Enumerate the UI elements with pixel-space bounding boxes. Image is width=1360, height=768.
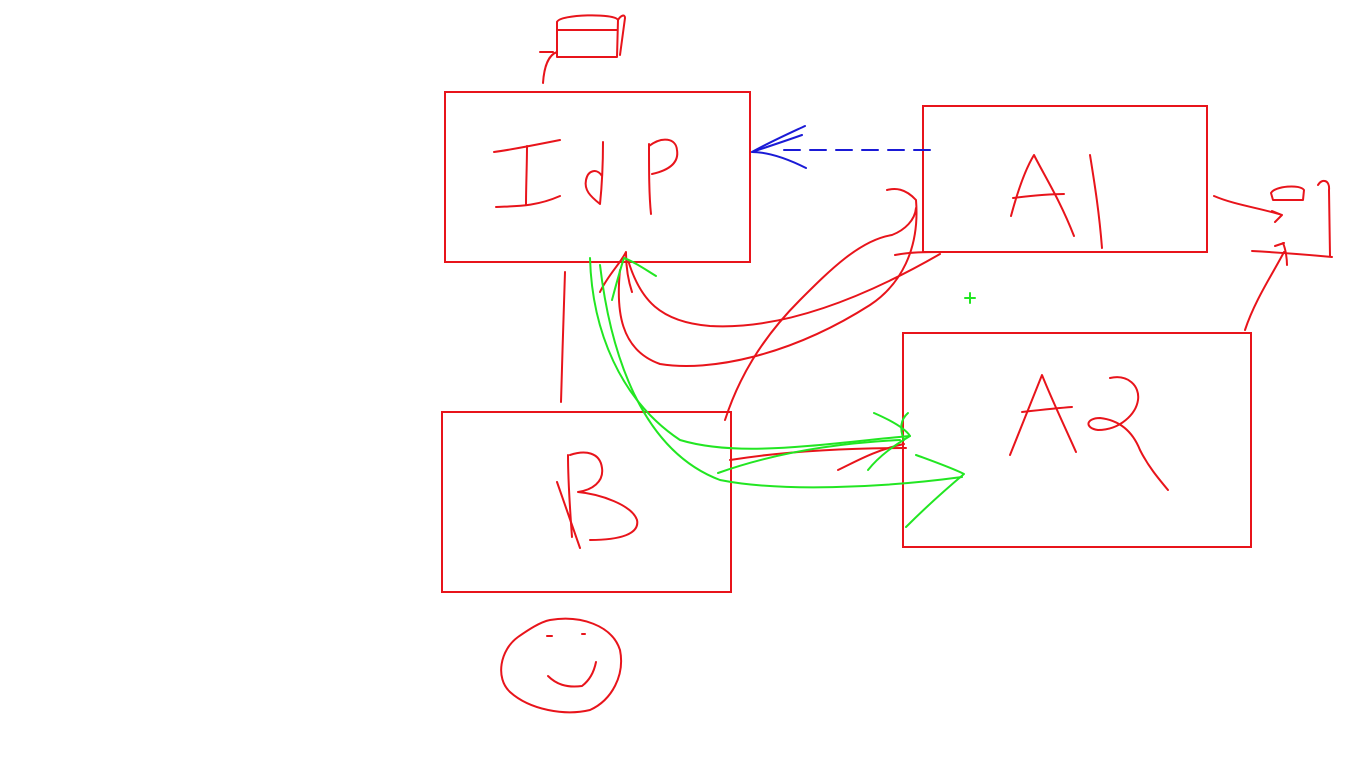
database-icon: [1213, 179, 1333, 331]
edge-idp-to-b: [560, 271, 566, 403]
node-a1-label: [1010, 154, 1103, 249]
node-idp-label: [493, 138, 679, 215]
edge-idp-a1-curves: [599, 188, 945, 367]
node-a2-label: [1009, 374, 1169, 491]
node-a1-box: [922, 105, 1208, 253]
smiley-face-icon: [500, 617, 623, 714]
edge-b-to-a1: [724, 207, 917, 421]
cursor-crosshair-icon: [964, 292, 976, 304]
node-b-label: [556, 451, 639, 549]
node-b: [441, 411, 732, 593]
node-a2-box: [902, 332, 1252, 548]
node-a2: [902, 332, 1252, 548]
node-idp-box: [444, 91, 751, 263]
node-a1: [922, 105, 1208, 253]
edge-a1-to-idp: [751, 125, 931, 169]
database-icon: [539, 14, 626, 84]
edge-idp-to-a2: [589, 257, 965, 528]
node-b-box: [441, 411, 732, 593]
node-idp: [444, 91, 751, 263]
